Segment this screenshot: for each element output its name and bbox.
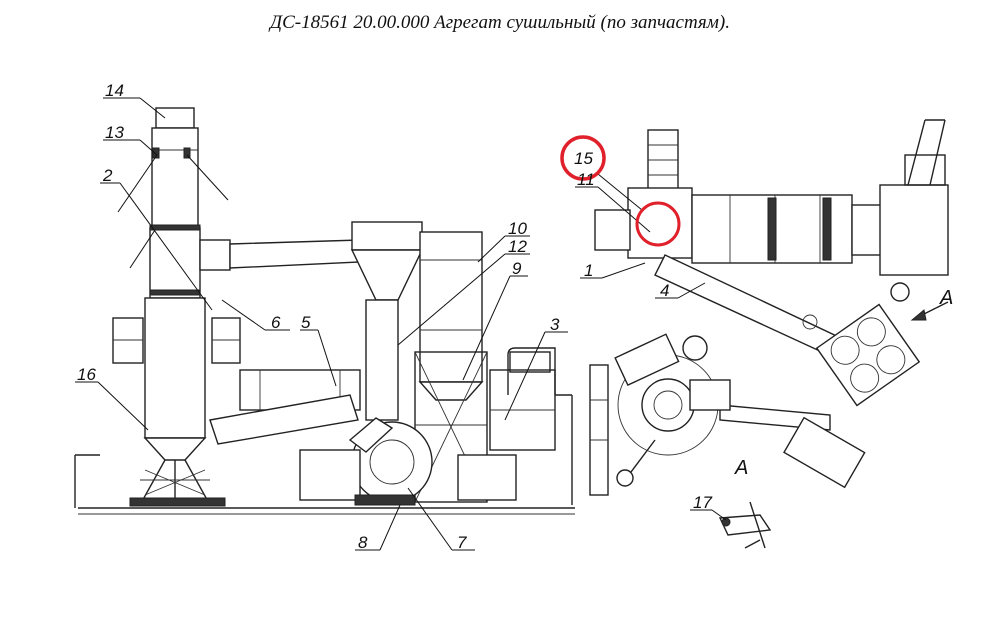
callout-10: 10 (508, 219, 527, 238)
callout-labels: 14 13 2 16 6 5 10 12 9 3 8 7 15 11 1 4 1… (77, 81, 953, 552)
callout-7: 7 (457, 533, 467, 552)
callout-1: 1 (584, 261, 593, 280)
plan-view (589, 119, 949, 549)
callout-5: 5 (301, 313, 311, 332)
dryer-drum (209, 369, 433, 506)
callout-13: 13 (105, 123, 124, 142)
cyclone-unit (350, 221, 488, 503)
callout-11: 11 (577, 170, 595, 189)
callout-17: 17 (693, 493, 712, 512)
chimney (149, 107, 201, 299)
callout-15: 15 (574, 149, 593, 168)
highlight-circle-detail (635, 201, 681, 247)
highlight-circle-15 (560, 135, 606, 181)
page-title: ДС-18561 20.00.000 Агрегат сушильный (по… (270, 12, 730, 33)
view-label-a-bottom: А (734, 457, 748, 479)
collector-column (112, 297, 241, 507)
callout-6: 6 (271, 313, 281, 332)
callout-4: 4 (660, 281, 669, 300)
callout-9: 9 (512, 259, 522, 278)
callout-2: 2 (102, 166, 113, 185)
side-view (74, 107, 575, 515)
burner-assembly (457, 347, 573, 505)
callout-14: 14 (105, 81, 124, 100)
callout-12: 12 (508, 237, 527, 256)
callout-16: 16 (77, 365, 96, 384)
upper-duct (199, 239, 361, 271)
leader-lines (75, 97, 727, 551)
view-label-a-right: А (939, 287, 953, 309)
callout-3: 3 (550, 315, 560, 334)
callout-8: 8 (358, 533, 368, 552)
